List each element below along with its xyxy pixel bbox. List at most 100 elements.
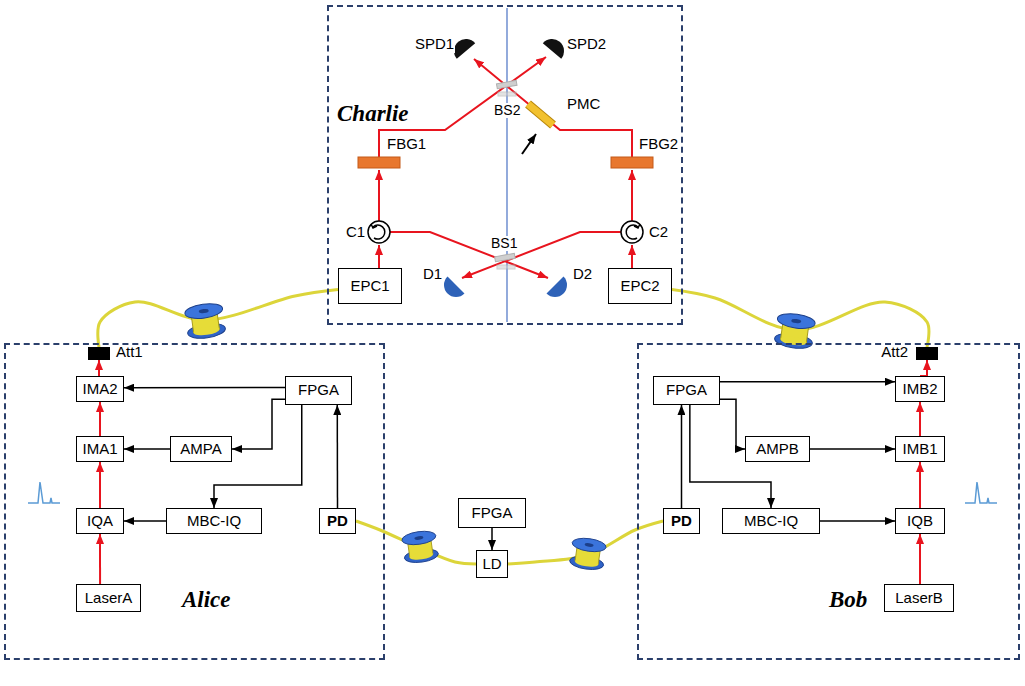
component-label: SPD1 (414, 36, 455, 53)
beam-splitter (496, 80, 517, 88)
control-signal (124, 387, 285, 389)
control-signal (720, 399, 745, 449)
component-box: FPGA (285, 376, 352, 405)
pulse-icon (965, 482, 997, 503)
optical-path (920, 360, 927, 376)
optical-path (99, 462, 101, 508)
component-box: PD (663, 508, 700, 534)
optical-fiber (98, 290, 338, 347)
optical-path (379, 57, 632, 278)
fiber-bragg-grating (358, 157, 653, 168)
component-label: IMA1 (82, 441, 117, 458)
component-label: PD (327, 513, 348, 530)
component-box: EPC2 (608, 268, 672, 304)
control-signal (337, 405, 339, 508)
beam-splitter (497, 265, 515, 269)
component-label: EPC1 (350, 278, 389, 295)
component-label: BS1 (490, 236, 518, 251)
control-signal (681, 405, 683, 508)
phase-modulator (522, 104, 553, 154)
circulator (371, 224, 377, 228)
control-signal (232, 399, 285, 449)
component-box: IQB (895, 508, 945, 534)
component-box: IQA (76, 508, 124, 534)
component-label: SPD2 (566, 36, 607, 53)
control-signal (810, 448, 895, 450)
photodetector (547, 277, 572, 302)
component-label: D2 (572, 266, 593, 283)
single-photon-detector (449, 34, 569, 59)
fiber-spool (569, 536, 607, 571)
control-signal (124, 520, 166, 522)
component-label: LaserA (85, 590, 133, 607)
optical-path (390, 232, 548, 278)
control-signal (720, 381, 895, 383)
optical-path (378, 245, 380, 268)
optical-path (99, 402, 101, 436)
optical-path (631, 170, 633, 221)
optical-path (99, 360, 100, 376)
component-label: LaserB (895, 590, 943, 607)
component-box: FPGA (653, 376, 720, 405)
fiber-bragg-grating (611, 157, 653, 168)
optical-path (462, 232, 621, 278)
phase-modulator (528, 104, 553, 125)
component-label: IMA2 (82, 381, 117, 398)
circulator (368, 221, 390, 243)
region-box: CharlieEPC1 EPC2 (327, 5, 683, 325)
component-label: AMPB (756, 441, 799, 458)
beam-splitter (495, 253, 516, 261)
single-photon-detector (543, 34, 569, 59)
component-label: Att1 (116, 344, 143, 361)
component-label: BS2 (493, 103, 521, 118)
component-box: AMPB (745, 436, 810, 462)
component-box: IMB2 (895, 376, 945, 402)
component-label: IMB1 (902, 441, 937, 458)
beam-splitter (498, 92, 516, 96)
component-box: PD (319, 508, 356, 534)
region-box: Bob Att2FPGA IMB2AMPB IMB1PD MBC-IQ IQB LaserB (637, 343, 1020, 660)
component-label: LD (482, 556, 501, 573)
optical-path (378, 170, 380, 221)
component-label: MBC-IQ (187, 513, 241, 530)
component-label: FBG2 (638, 136, 679, 153)
component-label: PMC (566, 96, 601, 113)
component-label: Att2 (881, 344, 908, 361)
divider-line (506, 8, 507, 322)
component-label: FPGA (298, 382, 339, 399)
optical-path (474, 59, 632, 157)
component-label: PD (671, 513, 692, 530)
control-signal (820, 520, 895, 522)
attenuator-block: Att1 (88, 347, 110, 360)
divider-line (507, 8, 508, 322)
component-label: AMPA (180, 441, 221, 458)
component-label: FBG1 (386, 136, 427, 153)
optical-path (919, 462, 921, 508)
component-label: FPGA (472, 505, 513, 522)
component-label: EPC2 (620, 278, 659, 295)
component-label: C1 (345, 224, 366, 241)
fiber-spool (401, 529, 439, 564)
component-label: IQB (907, 513, 933, 530)
optical-path (99, 534, 101, 584)
component-label: FPGA (666, 382, 707, 399)
phase-modulator (522, 134, 536, 154)
component-box: AMPA (170, 436, 232, 462)
component-box: EPC1 (338, 268, 402, 304)
fiber-bragg-grating (358, 157, 400, 168)
fiber-spool (184, 302, 226, 341)
photodetector (439, 277, 572, 302)
optical-path (631, 245, 633, 268)
circulator (621, 221, 643, 243)
optical-path (919, 402, 921, 436)
component-label: IQA (87, 513, 113, 530)
region-heading: Charlie (337, 101, 409, 126)
pulse-icon (28, 482, 60, 503)
component-box: IMA1 (76, 436, 124, 462)
region-heading: Bob (829, 587, 867, 612)
phase-modulator (528, 104, 553, 125)
component-box: MBC-IQ (722, 508, 820, 534)
component-box: FPGA (458, 498, 526, 528)
component-label: D1 (422, 266, 443, 283)
